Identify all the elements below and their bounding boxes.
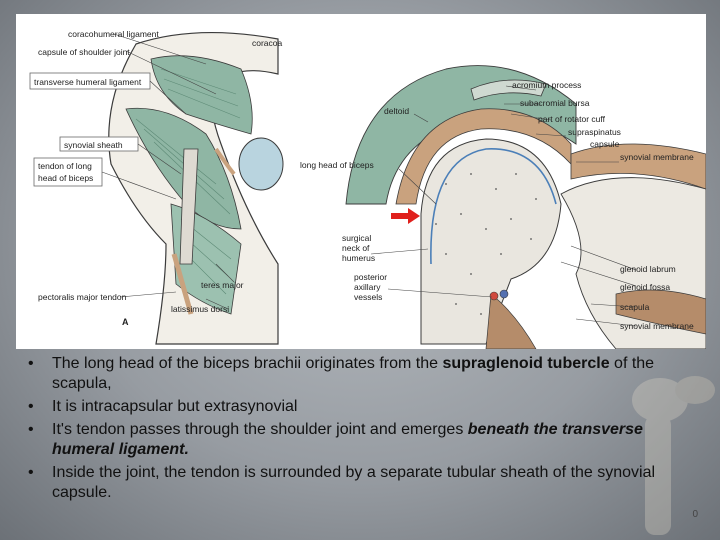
red-arrow-icon bbox=[391, 208, 420, 224]
label-pectoralis-major-tendon: pectoralis major tendon bbox=[38, 292, 127, 302]
bullet-list: The long head of the biceps brachii orig… bbox=[26, 354, 706, 506]
bullet-item: The long head of the biceps brachii orig… bbox=[26, 354, 706, 394]
label-supraspinatus: supraspinatus bbox=[568, 127, 621, 137]
bullet-text: Inside the joint, the tendon is surround… bbox=[52, 464, 656, 501]
label-teres-major: teres major bbox=[201, 280, 244, 290]
left-anterior-view: coracohumeral ligament capsule of should… bbox=[29, 29, 284, 345]
label-tendon-of-long: tendon of long bbox=[38, 161, 92, 171]
label-synovial-sheath: synovial sheath bbox=[64, 140, 123, 150]
label-glenoid-labrum: glenoid labrum bbox=[620, 264, 676, 274]
bullet-item: It is intracapsular but extrasynovial bbox=[26, 397, 706, 417]
bullet-item: It's tendon passes through the shoulder … bbox=[26, 420, 706, 460]
label-vessels: vessels bbox=[354, 292, 382, 302]
label-deltoid: deltoid bbox=[384, 106, 409, 116]
bullet-text: The long head of the biceps brachii orig… bbox=[52, 355, 443, 372]
label-panel-letter: A bbox=[122, 317, 129, 327]
label-scapula: scapula bbox=[620, 302, 650, 312]
label-head-of-biceps: head of biceps bbox=[38, 173, 93, 183]
label-part-of-rotator-cuff: part of rotator cuff bbox=[538, 114, 606, 124]
label-acromium-process: acromium process bbox=[512, 80, 581, 90]
label-latissimus-dorsi: latissimus dorsi bbox=[171, 304, 229, 314]
bullet-text: It's tendon passes through the shoulder … bbox=[52, 421, 468, 438]
bullet-text: It is intracapsular but extrasynovial bbox=[52, 398, 298, 415]
label-humerus: humerus bbox=[342, 253, 375, 263]
label-subacromial-bursa: subacromial bursa bbox=[520, 98, 590, 108]
label-coracohumeral-ligament: coracohumeral ligament bbox=[68, 29, 159, 39]
label-posterior: posterior bbox=[354, 272, 387, 282]
label-axillary: axillary bbox=[354, 282, 381, 292]
label-neck-of: neck of bbox=[342, 243, 370, 253]
label-surgical: surgical bbox=[342, 233, 371, 243]
shoulder-anatomy-figure: coracohumeral ligament capsule of should… bbox=[16, 14, 706, 349]
label-long-head-of-biceps: long head of biceps bbox=[300, 160, 374, 170]
label-coracoa: coracoa bbox=[252, 38, 283, 48]
label-synovial-membrane-bottom: synovial membrane bbox=[620, 321, 694, 331]
page-marker: 0 bbox=[692, 509, 698, 520]
bullet-item: Inside the joint, the tendon is surround… bbox=[26, 463, 706, 503]
label-synovial-membrane-top: synovial membrane bbox=[620, 152, 694, 162]
label-transverse-humeral-ligament: transverse humeral ligament bbox=[34, 77, 142, 87]
label-glenoid-fossa: glenoid fossa bbox=[620, 282, 670, 292]
label-capsule: capsule bbox=[590, 139, 620, 149]
anatomy-illustration: coracohumeral ligament capsule of should… bbox=[29, 29, 706, 349]
right-coronal-section: acromium process subacromial bursa part … bbox=[300, 65, 706, 349]
label-capsule-of-shoulder-joint: capsule of shoulder joint bbox=[38, 47, 130, 57]
bullet-emphasis: beneath the transverse humeral ligament. bbox=[52, 421, 643, 458]
bullet-text-tail: of the scapula, bbox=[52, 355, 655, 392]
bullet-emphasis: supraglenoid tubercle bbox=[442, 355, 610, 372]
